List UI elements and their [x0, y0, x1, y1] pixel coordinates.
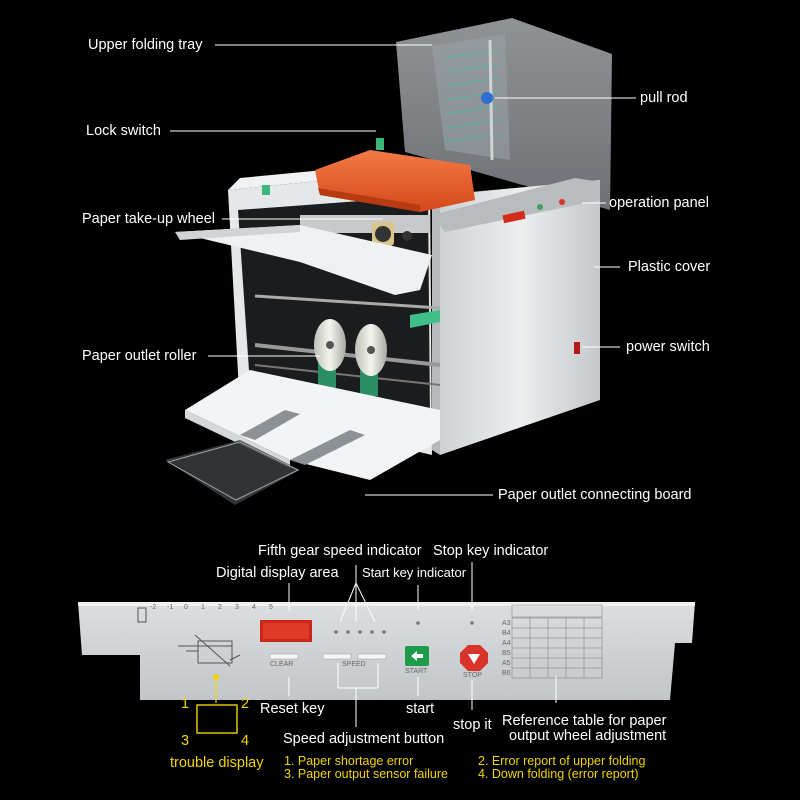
plastic-cover-label: Plastic cover [628, 259, 711, 275]
start-arrow-icon [411, 651, 423, 661]
trouble-num-2: 2 [241, 696, 250, 712]
callout-lines [170, 44, 636, 727]
stop-key-indicator-label: Stop key indicator [433, 543, 549, 559]
speed-down-button[interactable] [322, 653, 352, 660]
control-panel [78, 602, 695, 700]
table-row-label: A5 [502, 660, 511, 667]
scale-label: 1 [201, 604, 205, 611]
scale-label: 5 [269, 604, 273, 611]
trouble-num-1: 1 [181, 696, 190, 712]
table-row-label: B5 [502, 650, 511, 657]
error-1-text: 1. Paper shortage error [284, 754, 414, 768]
table-row-label: B6 [502, 670, 511, 677]
fifth-gear-speed-indicator-label: Fifth gear speed indicator [258, 543, 422, 559]
trouble-display-label: trouble display [170, 755, 264, 771]
error-3-text: 3. Paper output sensor failure [284, 767, 448, 781]
error-2-text: 2. Error report of upper folding [478, 754, 646, 768]
error-4-text: 4. Down folding (error report) [478, 767, 639, 781]
pull-rod-label: pull rod [640, 90, 688, 106]
digital-display-area-label: Digital display area [216, 565, 339, 581]
upper-folding-tray-label: Upper folding tray [88, 37, 203, 53]
pull-rod-knob [481, 92, 493, 104]
reference-table-label-line1: Reference table for paper [502, 713, 667, 729]
reset-key-label: Reset key [260, 701, 325, 717]
speed-button-text: SPEED [342, 661, 366, 668]
scale-label: -1 [167, 604, 174, 611]
reference-table-label-line2: output wheel adjustment [509, 728, 667, 744]
scale-label: 4 [252, 604, 256, 611]
scale-label: 2 [218, 604, 222, 611]
power-switch-label: power switch [626, 339, 710, 355]
clear-key-text: CLEAR [270, 661, 294, 668]
scale-label: -2 [150, 604, 157, 611]
scale-label: 0 [184, 604, 188, 611]
start-key-text: START [405, 668, 428, 675]
paper-take-up-wheel-label: Paper take-up wheel [82, 211, 215, 227]
trouble-display-pointer [196, 674, 238, 734]
paper-outlet-roller-label: Paper outlet roller [82, 348, 197, 364]
paper-outlet-connecting-board [165, 370, 440, 505]
stop-key-text: STOP [463, 672, 482, 679]
stop-it-label: stop it [453, 717, 492, 733]
speed-up-button[interactable] [357, 653, 387, 660]
lock-switch-label: Lock switch [86, 123, 161, 139]
table-row-label: A3 [502, 620, 511, 627]
table-row-label: B4 [502, 630, 511, 637]
table-row-label: A4 [502, 640, 511, 647]
start-label: start [406, 701, 435, 717]
reference-table-grid [511, 604, 603, 679]
start-key-indicator-label: Start key indicator [362, 565, 467, 580]
clear-key[interactable] [269, 653, 299, 660]
paper-feed-board [175, 225, 432, 295]
scale-label: 3 [235, 604, 239, 611]
trouble-num-4: 4 [241, 733, 250, 749]
paper-outlet-rollers [254, 294, 441, 396]
operation-panel-label: operation panel [609, 195, 709, 211]
speed-adjustment-button-label: Speed adjustment button [283, 731, 445, 747]
stop-triangle-icon [468, 654, 480, 664]
trouble-num-3: 3 [181, 733, 190, 749]
paper-outlet-connecting-board-label: Paper outlet connecting board [498, 487, 692, 503]
